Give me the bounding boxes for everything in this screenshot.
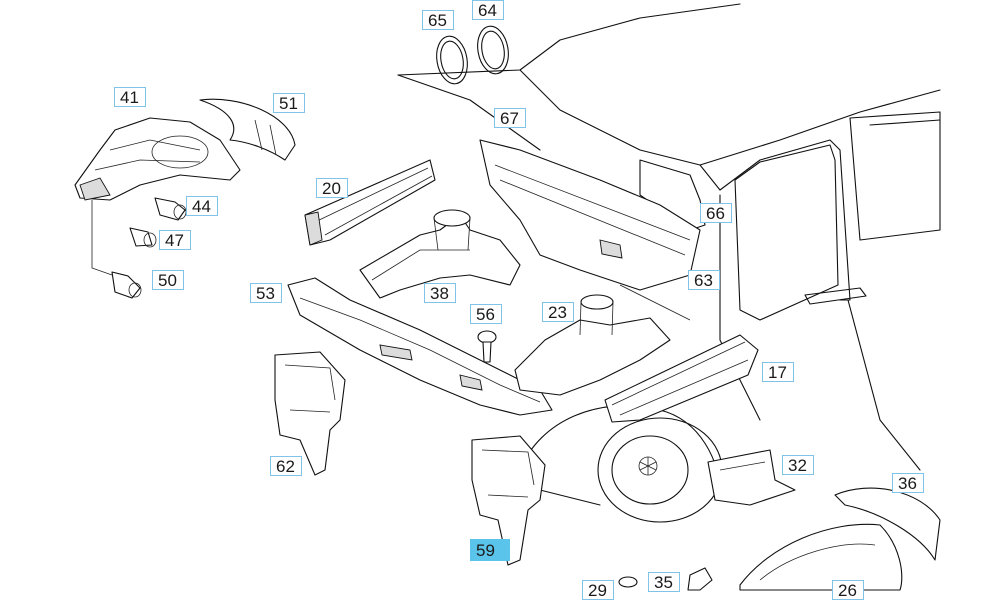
part-53-cross-member bbox=[287, 277, 553, 416]
callout-67[interactable]: 67 bbox=[494, 108, 526, 128]
part-59-bracket bbox=[471, 435, 546, 566]
part-36-panel bbox=[834, 487, 941, 561]
part-20-member bbox=[304, 159, 436, 246]
callout-17[interactable]: 17 bbox=[762, 362, 794, 382]
part-26-liner bbox=[739, 523, 903, 591]
part-32-bracket bbox=[707, 449, 796, 506]
callout-65[interactable]: 65 bbox=[422, 10, 454, 30]
part-44-bolt bbox=[154, 197, 187, 221]
callout-62[interactable]: 62 bbox=[270, 456, 302, 476]
part-29-part bbox=[618, 576, 638, 588]
part-41-wheel-liner bbox=[74, 117, 241, 201]
callout-59-highlighted[interactable]: 59 bbox=[470, 539, 510, 561]
part-65-ring bbox=[436, 35, 468, 85]
leader-line-50 bbox=[91, 200, 113, 276]
callout-63[interactable]: 63 bbox=[688, 270, 720, 290]
part-56-bolt bbox=[477, 330, 497, 363]
part-62-bracket bbox=[274, 351, 346, 476]
callout-26[interactable]: 26 bbox=[832, 580, 864, 600]
callout-29[interactable]: 29 bbox=[582, 580, 614, 600]
callout-56[interactable]: 56 bbox=[470, 304, 502, 324]
part-23-spring-tower bbox=[514, 294, 671, 396]
callout-41[interactable]: 41 bbox=[114, 87, 146, 107]
part-64-ring bbox=[477, 25, 509, 75]
callout-47[interactable]: 47 bbox=[159, 230, 191, 250]
callout-53[interactable]: 53 bbox=[250, 283, 282, 303]
part-35-bracket bbox=[687, 567, 713, 591]
part-17-member bbox=[604, 334, 759, 423]
callout-38[interactable]: 38 bbox=[424, 283, 456, 303]
part-63-cowl-panel bbox=[479, 139, 701, 321]
callout-20[interactable]: 20 bbox=[316, 178, 348, 198]
part-47-bolt bbox=[129, 227, 157, 248]
callout-35[interactable]: 35 bbox=[648, 572, 680, 592]
callout-36[interactable]: 36 bbox=[892, 473, 924, 493]
callout-51[interactable]: 51 bbox=[273, 93, 305, 113]
part-38-spring-tower bbox=[359, 209, 521, 299]
callout-23[interactable]: 23 bbox=[542, 302, 574, 322]
part-50-bolt bbox=[111, 271, 142, 299]
part-51-splash-shield bbox=[199, 98, 296, 161]
callout-44[interactable]: 44 bbox=[186, 196, 218, 216]
callout-50[interactable]: 50 bbox=[152, 270, 184, 290]
callout-66[interactable]: 66 bbox=[700, 203, 732, 223]
callout-32[interactable]: 32 bbox=[782, 455, 814, 475]
callout-64[interactable]: 64 bbox=[472, 0, 504, 20]
